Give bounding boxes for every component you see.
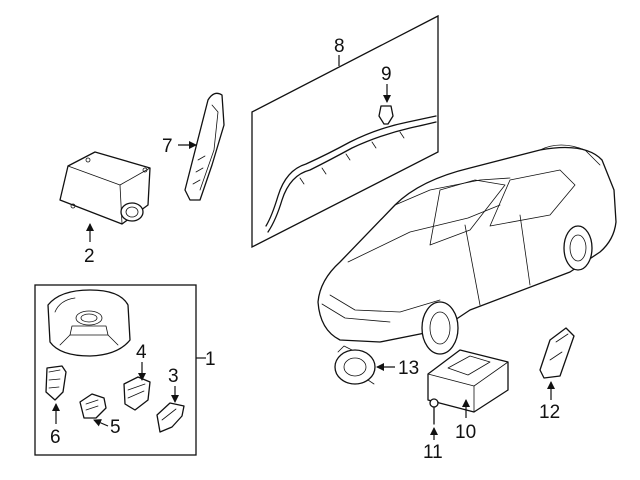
callout-8: 8 — [334, 36, 345, 57]
callout-13: 13 — [398, 358, 419, 379]
driver-airbag-module — [47, 289, 131, 357]
driver-airbag-group-box — [34, 284, 206, 456]
callout-10: 10 — [455, 422, 476, 443]
steering-switch-right — [156, 386, 185, 433]
callout-4: 4 — [136, 342, 147, 363]
callout-2: 2 — [84, 246, 95, 267]
module-bolt — [429, 398, 439, 440]
callout-9: 9 — [381, 64, 392, 85]
steering-switch-small — [79, 393, 109, 427]
seat-side-airbag — [178, 92, 225, 201]
passenger-airbag — [59, 151, 151, 242]
clock-spring — [334, 345, 395, 385]
airbag-control-module — [427, 349, 509, 418]
callout-5: 5 — [110, 417, 121, 438]
sedan-car — [317, 144, 617, 355]
callout-11: 11 — [423, 442, 443, 463]
callout-7: 7 — [162, 136, 173, 157]
curtain-airbag-clip — [378, 84, 394, 125]
curtain-airbag-panel — [251, 14, 439, 249]
callout-3: 3 — [168, 366, 179, 387]
impact-sensor — [539, 327, 575, 400]
callout-12: 12 — [539, 402, 560, 423]
callout-6: 6 — [50, 427, 61, 448]
steering-switch-center — [123, 362, 151, 411]
steering-switch-left — [45, 365, 67, 424]
callout-1: 1 — [205, 349, 216, 370]
